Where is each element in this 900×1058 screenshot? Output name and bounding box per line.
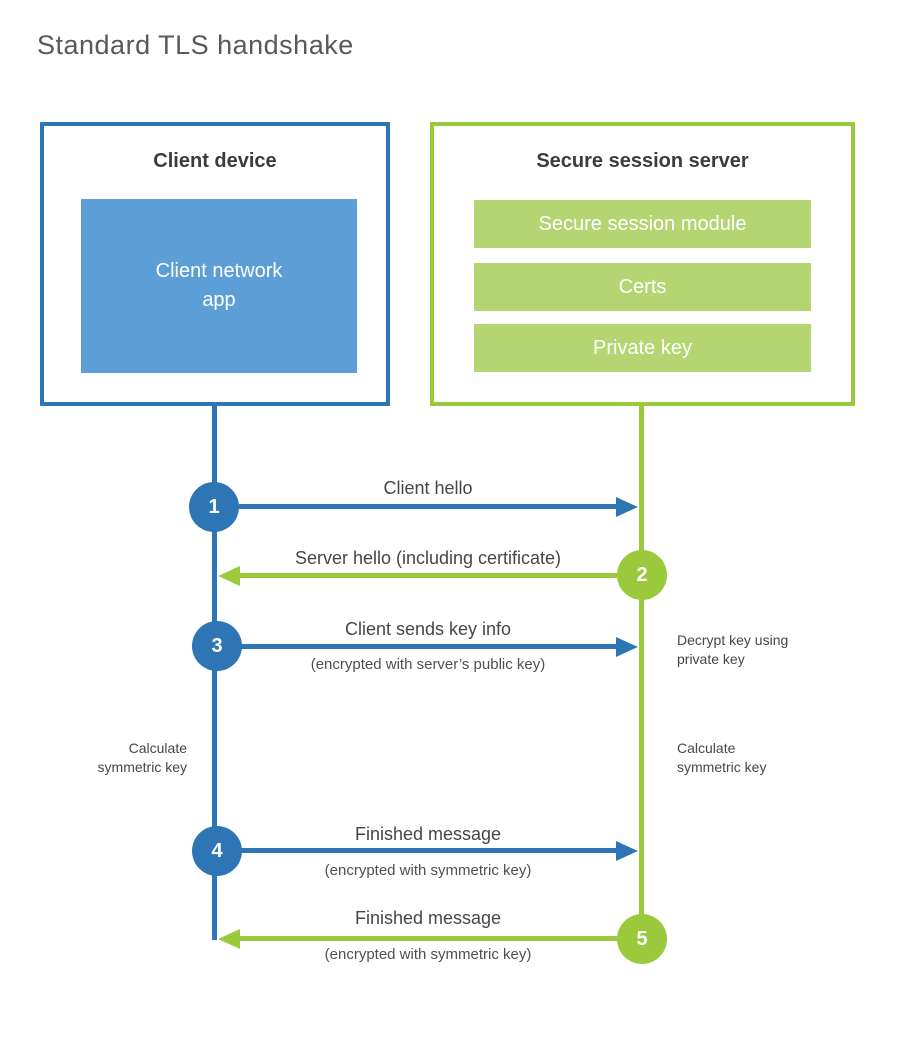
step4-label: Finished message xyxy=(354,824,502,844)
step3-label: Client sends key info xyxy=(344,619,512,639)
step4-number: 4 xyxy=(211,839,223,862)
step2-label: Server hello (including certificate) xyxy=(294,548,562,568)
step3-number: 3 xyxy=(211,634,223,657)
step5-sublabel: (encrypted with symmetric key) xyxy=(324,946,532,963)
step4-arrowhead-icon xyxy=(616,841,638,861)
step5-arrowhead-icon xyxy=(218,929,240,949)
step3-arrow-line xyxy=(241,644,616,649)
server-title: Secure session server xyxy=(536,150,749,172)
step2-number: 2 xyxy=(636,563,648,586)
client-device-box: Client device Client network app xyxy=(40,122,390,406)
note-decrypt-key: Decrypt key using private key xyxy=(677,632,789,667)
step2-arrow-line xyxy=(240,573,617,578)
step1-number: 1 xyxy=(208,495,220,518)
server-module-certs: Certs xyxy=(474,263,811,311)
note-calculate-symmetric-key-client: Calculate symmetric key xyxy=(97,740,187,775)
step3-sublabel: (encrypted with server’s public key) xyxy=(310,656,546,673)
server-lifeline xyxy=(639,406,644,939)
server-module-secure-session: Secure session module xyxy=(474,200,811,248)
page-title: Standard TLS handshake xyxy=(37,30,354,60)
step5-label: Finished message xyxy=(354,908,502,928)
step3-arrowhead-icon xyxy=(616,637,638,657)
step2-arrowhead-icon xyxy=(218,566,240,586)
step4-circle: 4 xyxy=(192,826,242,876)
note-calculate-symmetric-key-server: Calculate symmetric key xyxy=(677,740,767,775)
secure-session-server-box: Secure session server Secure session mod… xyxy=(430,122,855,406)
server-module-private-key: Private key xyxy=(474,324,811,372)
step5-number: 5 xyxy=(636,927,648,950)
step1-arrowhead-icon xyxy=(616,497,638,517)
step1-label: Client hello xyxy=(383,478,473,498)
client-device-title: Client device xyxy=(153,150,277,172)
step4-sublabel: (encrypted with symmetric key) xyxy=(324,862,532,879)
client-network-app-box: Client network app xyxy=(81,199,357,373)
step5-circle: 5 xyxy=(617,914,667,964)
step1-arrow-line xyxy=(239,504,616,509)
client-lifeline xyxy=(212,406,217,940)
step2-circle: 2 xyxy=(617,550,667,600)
step4-arrow-line xyxy=(241,848,616,853)
client-network-app-label: Client network app xyxy=(155,260,283,311)
step5-arrow-line xyxy=(240,936,617,941)
step1-circle: 1 xyxy=(189,482,239,532)
step3-circle: 3 xyxy=(192,621,242,671)
